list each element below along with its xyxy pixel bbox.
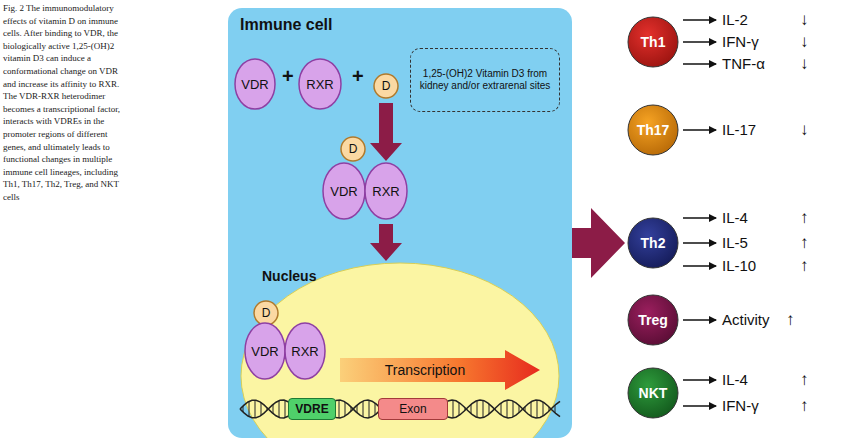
- cytokine-label: IL-17: [722, 121, 756, 139]
- plus-sign: +: [282, 67, 294, 85]
- vitamin-d-circle: D: [340, 136, 366, 162]
- node-text: Treg: [638, 312, 668, 328]
- node-text: Exon: [399, 402, 426, 416]
- immune-cell-circle: Th2: [627, 217, 679, 269]
- cytokine-label: IL-5: [722, 234, 748, 252]
- figure-caption: Fig. 2 The immunomodulatory effects of v…: [3, 2, 125, 204]
- node-text: D: [382, 79, 391, 93]
- cytokine-label: IL-4: [722, 371, 748, 389]
- gene-box: Exon: [378, 398, 448, 420]
- block-arrow: [572, 208, 625, 278]
- immune-cell-circle: Treg: [627, 294, 679, 346]
- cytokine-label: IL-10: [722, 257, 756, 275]
- receptor-oval: RXR: [284, 322, 326, 380]
- node-text: Nucleus: [262, 268, 560, 284]
- node-text: VDR: [251, 344, 278, 359]
- node-text: Transcription: [385, 362, 465, 378]
- gene-box: VDRE: [288, 398, 336, 420]
- immune-cell-circle: Th1: [627, 16, 679, 68]
- receptor-oval: RXR: [298, 58, 342, 110]
- node-text: RXR: [291, 344, 318, 359]
- immune-cell-circle: NKT: [627, 367, 679, 419]
- cytokine-label: IL-4: [722, 209, 748, 227]
- vitamin-d-circle: D: [373, 73, 399, 99]
- cell-panel: Immune cellVDR RXR D 1,25-(OH)2 Vitamin D3 …: [228, 8, 572, 438]
- node-text: Immune cell: [240, 16, 560, 34]
- node-text: Th17: [637, 122, 670, 138]
- node-text: RXR: [372, 184, 399, 199]
- vitamin-d-circle: D: [253, 300, 279, 326]
- receptor-oval: VDR: [322, 162, 366, 220]
- plus-sign: +: [352, 67, 364, 85]
- trend-arrow: ↑: [786, 311, 795, 329]
- node-text: Th1: [641, 34, 666, 50]
- receptor-oval: VDR: [244, 322, 286, 380]
- cytokine-label: IFN-γ: [722, 397, 759, 415]
- transcription-arrow: Transcription: [340, 350, 540, 390]
- block-arrow: [370, 103, 402, 161]
- node-text: Th2: [641, 235, 666, 251]
- node-text: D: [349, 142, 358, 156]
- node-text: D: [262, 306, 271, 320]
- node-text: VDR: [241, 77, 268, 92]
- trend-arrow: ↑: [800, 234, 809, 252]
- node-text: VDR: [330, 184, 357, 199]
- trend-arrow: ↑: [800, 257, 809, 275]
- note-box: 1,25-(OH)2 Vitamin D3 from kidney and/or…: [410, 48, 560, 112]
- trend-arrow: ↓: [800, 121, 809, 139]
- node-text: 1,25-(OH)2 Vitamin D3 from kidney and/or…: [419, 68, 551, 92]
- cytokine-label: IL-2: [722, 11, 748, 29]
- trend-arrow: ↑: [800, 371, 809, 389]
- receptor-oval: VDR: [234, 58, 276, 110]
- immune-cell-circle: Th17: [627, 104, 679, 156]
- block-arrow: [370, 224, 402, 261]
- nucleus: NucleusD VDR RXR TranscriptionVDRE Exon: [240, 262, 560, 438]
- trend-arrow: ↓: [800, 11, 809, 29]
- node-text: VDRE: [295, 402, 328, 416]
- trend-arrow: ↓: [800, 55, 809, 73]
- trend-arrow: ↑: [800, 209, 809, 227]
- node-text: NKT: [639, 385, 668, 401]
- cytokine-label: Activity: [722, 311, 770, 329]
- trend-arrow: ↑: [800, 397, 809, 415]
- receptor-oval: RXR: [364, 162, 408, 220]
- node-text: RXR: [306, 77, 333, 92]
- trend-arrow: ↓: [800, 33, 809, 51]
- cytokine-label: TNF-α: [722, 55, 765, 73]
- cytokine-label: IFN-γ: [722, 33, 759, 51]
